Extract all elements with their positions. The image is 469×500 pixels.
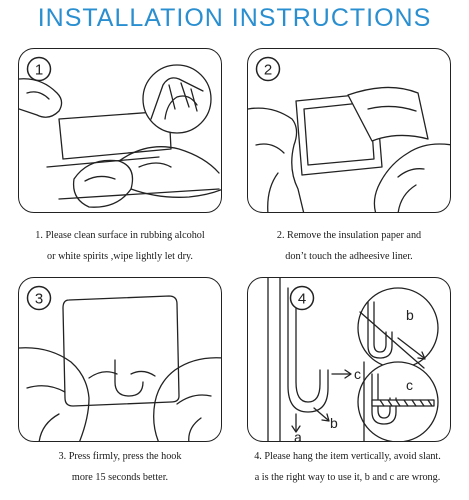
step-2-caption: 2. Remove the insulation paper and don’t… xyxy=(234,225,464,267)
step-1-number: 1 xyxy=(35,62,43,79)
step-3-caption: 3. Press firmly, press the hook more 15 … xyxy=(5,446,235,488)
step-3-panel: 3 xyxy=(18,277,222,442)
step-1-illustration xyxy=(19,64,221,208)
step-2-panel: 2 xyxy=(247,48,451,213)
step-4-number-circle: 4 xyxy=(289,285,315,311)
step-4-caption-line1: 4. Please hang the item vertically, avoi… xyxy=(254,451,441,462)
page-title: INSTALLATION INSTRUCTIONS xyxy=(37,4,432,32)
step-4-panel: a b c b c 4 xyxy=(247,277,451,442)
step-1-caption-line2: or white spirits ,wipe lightly let dry. xyxy=(47,251,193,262)
step-2-number: 2 xyxy=(264,62,272,79)
inset-label-c: c xyxy=(406,377,413,393)
step-2-illustration xyxy=(248,86,450,212)
step-3-number: 3 xyxy=(35,291,43,308)
step-3-number-circle: 3 xyxy=(26,285,52,311)
step-2-number-circle: 2 xyxy=(255,56,281,82)
label-a: a xyxy=(294,429,302,442)
step-4-illustration: a b c b c xyxy=(267,278,439,442)
step-1-caption: 1. Please clean surface in rubbing alcoh… xyxy=(5,225,235,267)
step-1-caption-line1: 1. Please clean surface in rubbing alcoh… xyxy=(35,230,205,241)
step-3-caption-line2: more 15 seconds better. xyxy=(71,472,169,483)
label-c: c xyxy=(354,366,361,382)
step-2-caption-line1: 2. Remove the insulation paper and xyxy=(276,230,422,241)
step-1-panel: 1 xyxy=(18,48,222,213)
step-4-number: 4 xyxy=(298,291,306,308)
step-4-caption-line2: a is the right way to use it, b and c ar… xyxy=(254,472,441,483)
step-2-caption-line2: don’t touch the adheesive liner. xyxy=(285,251,413,262)
step-3-illustration xyxy=(19,295,221,441)
label-b: b xyxy=(330,415,338,431)
step-1-number-circle: 1 xyxy=(26,56,52,82)
step-4-caption: 4. Please hang the item vertically, avoi… xyxy=(226,446,469,488)
inset-label-b: b xyxy=(406,307,414,323)
step-3-caption-line1: 3. Press firmly, press the hook xyxy=(58,451,182,462)
